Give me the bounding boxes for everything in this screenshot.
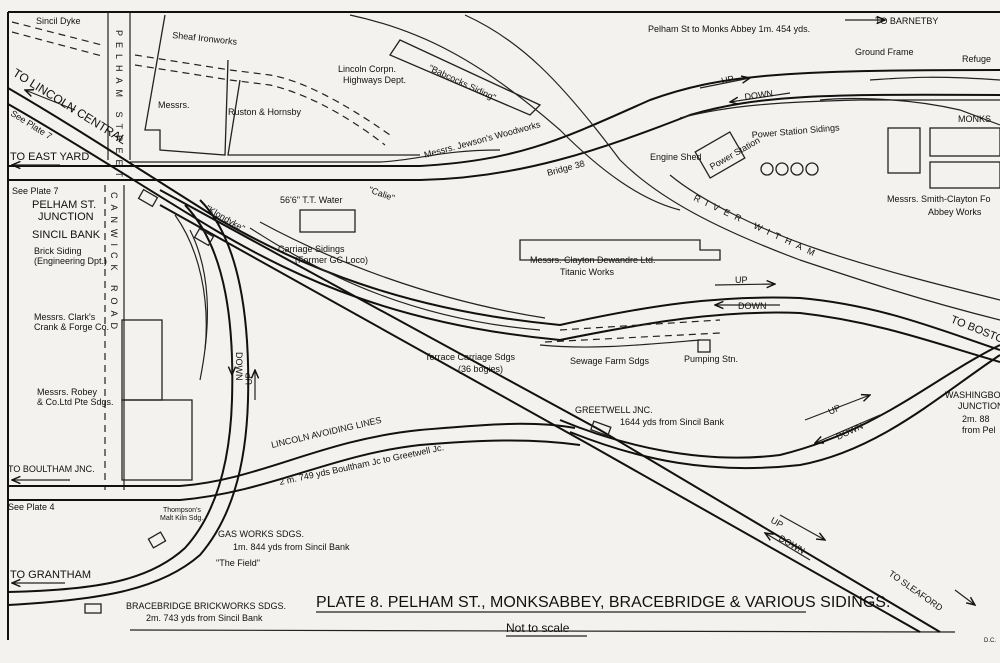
label-crank-forge: Crank & Forge Co. [34,322,109,332]
label-clayton-dewandre: Messrs. Clayton Dewandre Ltd. [530,255,656,265]
label-junction: JUNCTION [38,211,94,223]
label-brick-siding: Brick Siding [34,246,82,256]
label-washingborough-dist: 2m. 88 [962,414,990,424]
label-gas-works: GAS WORKS SDGS. [218,529,304,539]
labels: Sincil Dyke PELHAM STREET CANWICK ROAD S… [8,16,1000,644]
label-ground-frame: Ground Frame [855,47,914,57]
label-canwick-road: CANWICK ROAD [109,192,119,335]
buildings [84,14,1000,614]
label-clarks: Messrs. Clark's [34,312,96,322]
label-up-5: UP [244,372,254,385]
label-to-boultham: TO BOULTHAM JNC. [8,464,95,474]
line-to-boston [7,87,1000,363]
label-water: 56'6" T.T. Water [280,195,342,205]
label-terrace-carriage: Terrace Carriage Sdgs [425,352,516,362]
label-sheaf-ironworks: Sheaf Ironworks [172,30,238,47]
label-see-plate4: See Plate 4 [8,502,55,512]
label-messrs: Messrs. [158,100,190,110]
label-greetwell-dist: 1644 yds from Sincil Bank [620,417,725,427]
label-pumping-station: Pumping Stn. [684,354,738,364]
line-to-sleaford [159,189,1000,633]
label-engineering-dept: (Engineering Dpt.) [34,256,107,266]
label-washingborough-from: from Pel [962,425,996,435]
label-pelham-st-junction: PELHAM ST. [32,199,96,211]
label-washingborough: WASHINGBOROUGH [945,390,1000,400]
label-36-bogies: (36 bogies) [458,364,503,374]
label-down-1: DOWN [744,88,774,102]
label-monks: MONKS [958,114,991,124]
label-bracebridge-dist: 2m. 743 yds from Sincil Bank [146,613,263,623]
main-line-barnetby [8,54,1000,181]
label-to-boston: TO BOSTON [949,314,1000,349]
label-titanic-works: Titanic Works [560,267,615,277]
label-lincoln-avoiding-lines: LINCOLN AVOIDING LINES [270,415,382,450]
label-up-3: UP [827,402,843,416]
label-former-gc-loco: (Former GC Loco) [295,255,368,265]
label-up-2: UP [735,275,748,285]
label-refuge: Refuge [962,54,991,64]
label-lincoln-corp: Lincoln Corpn. [338,64,396,74]
label-sincil-bank: SINCIL BANK [32,229,101,241]
label-sewage-farm: Sewage Farm Sdgs [570,356,650,366]
river-witham [349,14,1000,321]
corner-mark: D.C. [984,638,996,644]
streets [11,12,131,490]
label-carriage-sidings: Carriage Sidings [278,244,345,254]
label-calie: "Calie" [367,184,396,203]
label-up-4: UP [769,515,785,530]
label-bracebridge: BRACEBRIDGE BRICKWORKS SDGS. [126,601,286,611]
label-engine-shed: Engine Shed [650,152,702,162]
label-ruston-hornsby: Ruston & Hornsby [228,107,302,117]
direction-arrows [12,20,975,605]
scale-note: Not to scale [506,621,570,635]
label-smith-clayton: Messrs. Smith-Clayton Fo [887,194,991,204]
label-up-1: UP [720,74,734,86]
curve-to-grantham [7,199,250,606]
label-to-east-yard: TO EAST YARD [10,151,89,163]
label-to-grantham: TO GRANTHAM [10,569,91,581]
label-see-plate7-b: See Plate 7 [12,186,59,196]
label-greetwell-jnc: GREETWELL JNC. [575,405,653,415]
label-gas-works-dist: 1m. 844 yds from Sincil Bank [233,542,350,552]
label-down-2: DOWN [738,301,767,311]
label-jewsons: Messrs. Jewson's Woodworks [423,119,542,160]
frame [7,11,1000,640]
label-down-3: DOWN [835,421,865,442]
label-to-barnetby: TO BARNETBY [875,16,938,26]
lincoln-avoiding-lines [8,422,581,501]
label-abbey-works: Abbey Works [928,207,982,217]
label-robey: Messrs. Robey [37,387,98,397]
label-robey-sidings: & Co.Ltd Pte Sdgs. [37,397,114,407]
label-power-station-sidings: Power Station Sidings [751,122,840,140]
label-see-plate7-a: See Plate 7 [9,108,54,141]
label-avoiding-distance: 2 m. 749 yds Boultham Jc to Greetwell Jc… [278,442,444,487]
label-thompsons: Thompson's [163,507,201,514]
label-highways-dept: Highways Dept. [343,75,406,85]
label-washingborough-jn: JUNCTION [958,401,1000,411]
label-distance-top: Pelham St to Monks Abbey 1m. 454 yds. [648,24,810,34]
label-to-lincoln-central: TO LINCOLN CENTRAL [10,66,129,148]
label-pelham-street: PELHAM STREET [114,30,124,183]
label-sincil-dyke: Sincil Dyke [36,16,81,26]
label-the-field: "The Field" [216,558,260,568]
label-malt-kiln: Malt Kiln Sdg. [160,515,203,522]
label-down-5: DOWN [234,352,244,381]
plate-title: PLATE 8. PELHAM ST., MONKSABBEY, BRACEBR… [316,594,890,611]
